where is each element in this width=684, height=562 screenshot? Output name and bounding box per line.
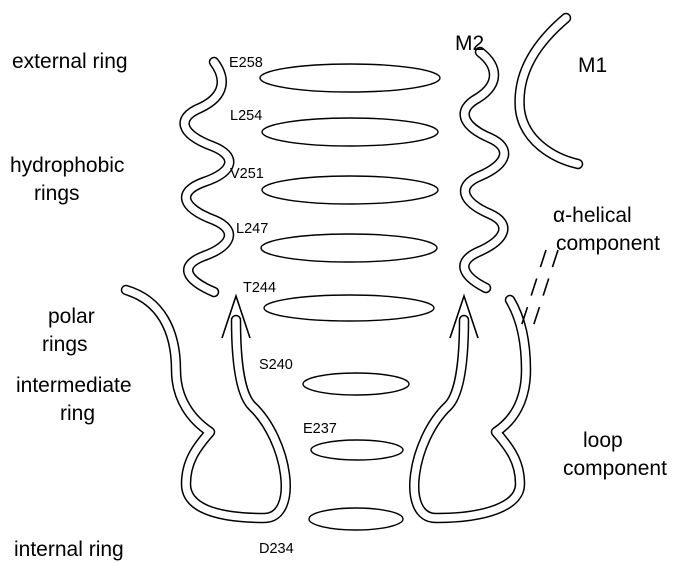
right-loop [414, 296, 526, 518]
label-external-ring: external ring [12, 50, 128, 73]
label-hydrophobic: hydrophobic [10, 154, 124, 177]
label-intermediate-ring: ring [60, 402, 95, 425]
label-polar-rings: rings [42, 333, 88, 356]
ring-t244 [264, 295, 434, 321]
label-alpha-helical: α-helical [553, 204, 632, 227]
left-loop [126, 290, 286, 518]
residue-l247: L247 [236, 221, 268, 237]
residue-t244: T244 [243, 280, 276, 296]
ring-v251 [262, 176, 438, 204]
left-m2-helix [185, 62, 230, 292]
ring-l247 [261, 234, 437, 262]
dash-line-2 [532, 250, 558, 330]
ring-l254 [262, 118, 438, 146]
label-alpha-helical-component: component [556, 232, 660, 255]
residue-e258: E258 [229, 55, 263, 71]
ring-s240 [303, 373, 409, 395]
label-hydrophobic-rings: rings [34, 182, 80, 205]
label-loop-component: component [563, 457, 667, 480]
residue-v251: V251 [230, 166, 264, 182]
dash-line-1 [520, 250, 546, 330]
dashed-connector [520, 250, 558, 330]
right-m2-helix [464, 52, 504, 288]
label-polar: polar [48, 305, 95, 328]
label-loop: loop [583, 429, 623, 452]
ring-d234 [309, 508, 403, 530]
residue-s240: S240 [259, 357, 293, 373]
label-m2: M2 [455, 32, 484, 55]
residue-d234: D234 [259, 541, 294, 557]
label-internal-ring: internal ring [14, 538, 124, 561]
residue-l254: L254 [230, 108, 262, 124]
m1-helix [520, 18, 578, 164]
ring-e237 [311, 440, 403, 460]
ring-e258 [260, 64, 440, 92]
residue-e237: E237 [303, 421, 337, 437]
label-intermediate: intermediate [16, 374, 132, 397]
label-m1: M1 [578, 54, 607, 77]
